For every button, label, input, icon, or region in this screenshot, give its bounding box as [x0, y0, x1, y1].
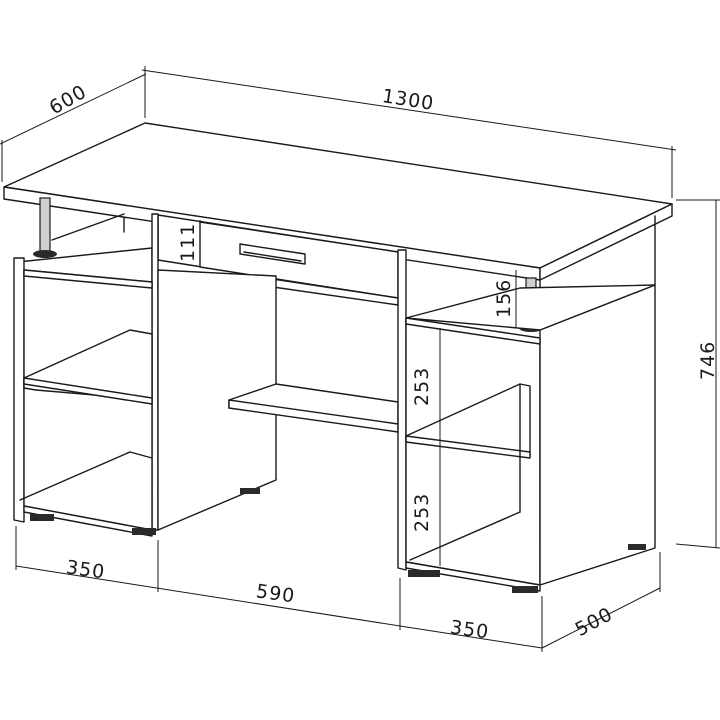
dim-label-left-pedestal-width: 350	[65, 556, 107, 583]
right-pedestal	[397, 249, 656, 593]
dim-label-right-pedestal-width: 350	[449, 616, 491, 643]
support-post-left	[33, 197, 57, 258]
drawer-handle	[239, 243, 306, 265]
dim-label-drawer-height: 111	[177, 223, 199, 262]
left-pedestal	[13, 213, 277, 537]
dim-label-depth-top: 600	[46, 81, 91, 120]
dim-label-shelf-gap-mid: 253	[411, 367, 433, 406]
dim-label-width-total: 1300	[381, 85, 436, 115]
dimension-lines	[0, 66, 720, 652]
dim-label-shelf-gap-top: 156	[493, 279, 515, 318]
dim-label-shelf-gap-low: 253	[411, 493, 433, 532]
dim-label-height-total: 746	[697, 341, 719, 380]
dim-label-middle-span: 590	[255, 580, 297, 607]
dim-label-pedestal-depth: 500	[572, 603, 617, 641]
